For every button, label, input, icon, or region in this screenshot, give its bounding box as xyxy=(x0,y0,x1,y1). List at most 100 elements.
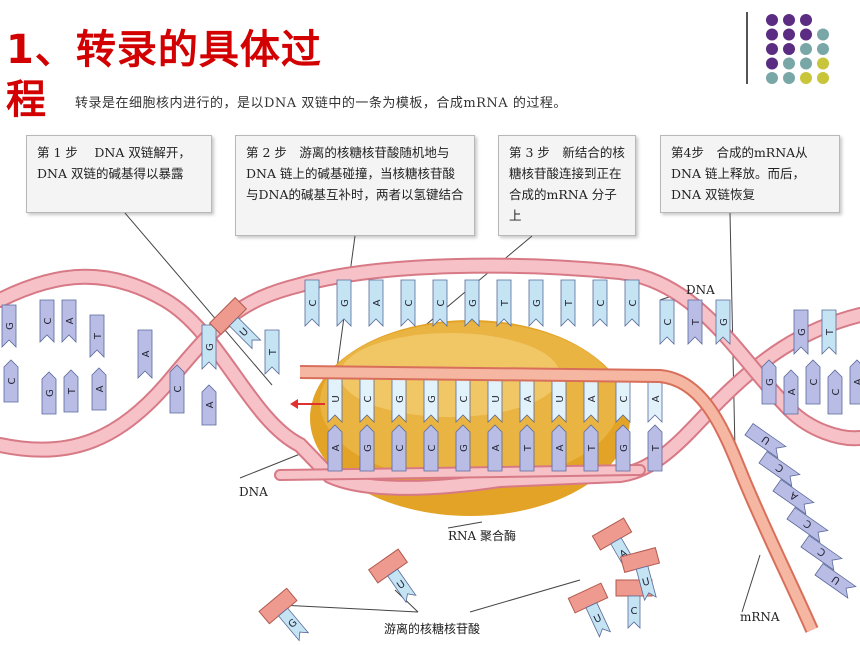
label-dna-left: DNA xyxy=(239,485,268,499)
dna-base: C xyxy=(805,359,821,405)
title-line-2: 程 xyxy=(6,77,47,123)
template-base: T xyxy=(647,424,663,472)
dna-base: C xyxy=(827,369,843,415)
base-letter: C xyxy=(809,378,820,385)
base-letter: A xyxy=(618,548,630,561)
mrna-base: C xyxy=(786,506,829,543)
base-letter: A xyxy=(555,444,566,451)
base-letter: C xyxy=(628,299,639,306)
rna-base: C xyxy=(359,375,375,423)
step-1-box: 第 1 步 DNA 双链解开，DNA 双链的碱基得以暴露 xyxy=(26,135,212,213)
rna-base: U xyxy=(327,375,343,423)
template-base: C xyxy=(423,424,439,472)
base-letter: T xyxy=(651,444,662,452)
base-letter: G xyxy=(459,444,470,452)
base-letter: C xyxy=(363,395,374,402)
mrna-base: C xyxy=(800,534,843,571)
base-letter: T xyxy=(825,328,836,336)
base-letter: C xyxy=(427,444,438,451)
base-letter: A xyxy=(141,350,152,357)
dna-top-base: T xyxy=(560,279,576,327)
dna-base: A xyxy=(201,384,217,426)
mrna-base: U xyxy=(814,562,857,599)
dna-top-base: C xyxy=(400,279,416,327)
template-base: A xyxy=(487,424,503,472)
dna-top-base: G xyxy=(528,279,544,327)
base-letter: C xyxy=(404,299,415,306)
base-letter: A xyxy=(491,444,502,451)
dna-base: T xyxy=(264,329,280,375)
base-letter: G xyxy=(340,299,351,307)
base-letter: A xyxy=(65,317,76,324)
label-free-nucleotides: 游离的核糖核苷酸 xyxy=(384,622,481,636)
base-letter: G xyxy=(532,299,543,307)
mrna-base: U xyxy=(744,422,787,459)
label-mrna: mRNA xyxy=(740,610,780,624)
base-letter: T xyxy=(67,387,78,395)
base-letter: A xyxy=(372,299,383,306)
dna-base: G xyxy=(1,304,17,348)
base-letter: C xyxy=(436,299,447,306)
dna-base: T xyxy=(821,309,837,355)
base-letter: C xyxy=(173,385,184,392)
base-letter: T xyxy=(587,444,598,452)
free-nucleotide: G xyxy=(258,587,310,642)
dna-top-base: C xyxy=(624,279,640,327)
decorative-dot xyxy=(783,14,795,26)
base-letter: C xyxy=(619,395,630,402)
dna-base: G xyxy=(201,324,217,370)
base-letter: G xyxy=(797,328,808,336)
base-letter: G xyxy=(5,322,16,330)
rna-base: G xyxy=(423,375,439,423)
rna-base: U xyxy=(487,375,503,423)
decorative-dot xyxy=(766,43,778,55)
decorative-dot xyxy=(783,43,795,55)
base-letter: C xyxy=(395,444,406,451)
base-letter: G xyxy=(719,318,730,326)
decorative-dot xyxy=(783,57,795,70)
decorative-dot xyxy=(766,14,778,26)
base-letter: A xyxy=(587,395,598,402)
template-base: G xyxy=(455,424,471,472)
step-4-box: 第4步 合成的mRNA从DNA 链上释放。而后，DNA 双链恢复 xyxy=(660,135,840,213)
base-letter: A xyxy=(787,388,798,395)
decorative-dot xyxy=(800,72,812,84)
base-letter: T xyxy=(93,332,104,340)
base-letter: T xyxy=(268,348,279,356)
template-base: C xyxy=(391,424,407,472)
base-letter: U xyxy=(331,395,342,402)
dna-base: C xyxy=(39,299,55,343)
base-letter: T xyxy=(500,299,511,307)
dna-top-base: C xyxy=(432,279,448,327)
decorative-divider xyxy=(746,12,748,84)
dna-top-base: A xyxy=(368,279,384,327)
dna-base: C xyxy=(659,299,675,345)
decorative-dot xyxy=(766,72,778,84)
dna-base: C xyxy=(3,359,19,403)
rna-base: A xyxy=(583,375,599,423)
base-letter: U xyxy=(641,576,651,589)
base-letter: U xyxy=(491,395,502,402)
step-2-box: 第 2 步 游离的核糖核苷酸随机地与DNA 链上的碱基碰撞，当核糖核苷酸与DNA… xyxy=(235,135,475,236)
base-letter: C xyxy=(459,395,470,402)
base-letter: G xyxy=(45,389,56,397)
dna-base: T xyxy=(89,314,105,358)
template-base: G xyxy=(615,424,631,472)
base-letter: A xyxy=(95,385,106,392)
step-4-text: 第4步 合成的mRNA从DNA 链上释放。而后，DNA 双链恢复 xyxy=(671,145,808,202)
direction-arrow xyxy=(290,399,325,409)
base-letter: G xyxy=(468,299,479,307)
base-letter: T xyxy=(564,299,575,307)
base-letter: C xyxy=(663,318,674,325)
dna-base: G xyxy=(793,309,809,355)
template-base: A xyxy=(551,424,567,472)
label-rna-polymerase: RNA 聚合酶 xyxy=(448,529,517,543)
rna-base: C xyxy=(455,375,471,423)
decorative-dot xyxy=(800,43,812,55)
base-letter: A xyxy=(205,401,216,408)
dna-base: T xyxy=(63,369,79,413)
decorative-dot xyxy=(817,72,829,84)
free-nucleotide: U xyxy=(367,548,417,604)
free-nucleotide: U xyxy=(208,296,262,350)
dna-base: G xyxy=(715,299,731,345)
